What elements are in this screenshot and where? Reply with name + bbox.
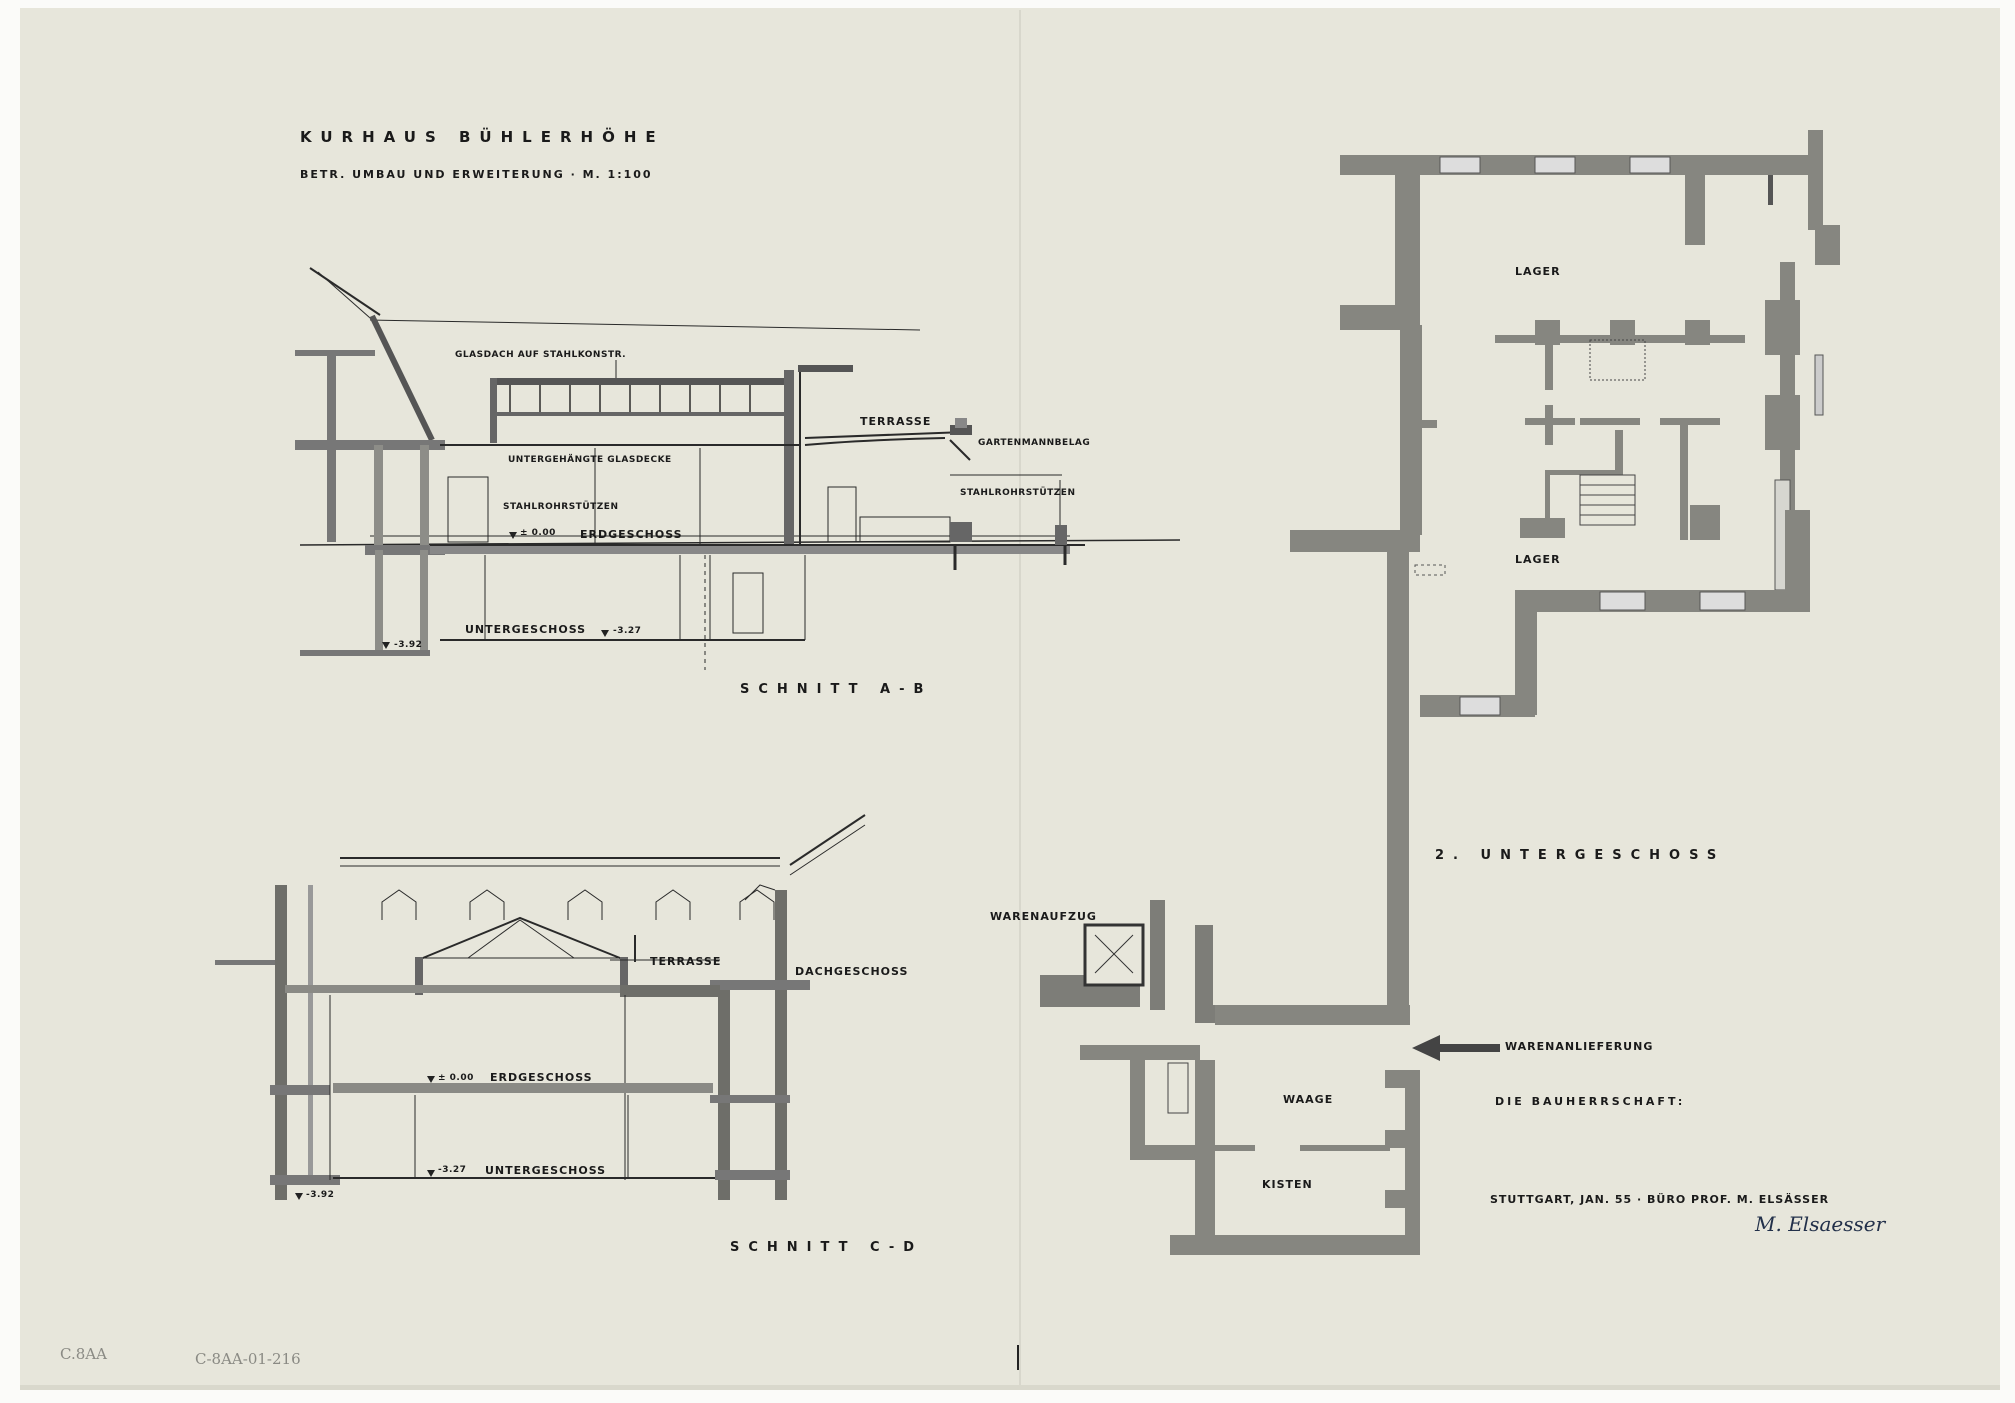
label-erdgeschoss-ab: ERDGESCHOSS — [580, 528, 683, 541]
level-marker — [601, 630, 609, 637]
level-392-ab: -3.92 — [394, 640, 423, 650]
drawing-subtitle: BETR. UMBAU UND ERWEITERUNG · M. 1:100 — [300, 168, 653, 181]
level-327-ab: -3.27 — [613, 626, 642, 636]
room-warenaufzug: WARENAUFZUG — [990, 910, 1097, 923]
label-untergeschoss-cd: UNTERGESCHOSS — [485, 1164, 607, 1177]
room-lager-bottom: LAGER — [1515, 553, 1561, 566]
archive-number-2: C-8AA-01-216 — [195, 1350, 301, 1368]
level-392-cd: -3.92 — [306, 1190, 335, 1200]
drawing-title: KURHAUS BÜHLERHÖHE — [300, 128, 665, 146]
paper-background — [20, 8, 2000, 1390]
label-stahlrohr-right: STAHLROHRSTÜTZEN — [960, 488, 1076, 498]
room-kisten: KISTEN — [1262, 1178, 1313, 1191]
archive-number-1: C.8AA — [60, 1345, 107, 1363]
plan-2-untergeschoss — [1080, 130, 1840, 1255]
level-000-ab: ± 0.00 — [520, 528, 556, 538]
room-waage: WAAGE — [1283, 1093, 1334, 1106]
delivery-arrow-icon — [1412, 1035, 1500, 1061]
label-warenanlieferung: WARENANLIEFERUNG — [1505, 1040, 1654, 1053]
section-cd — [215, 814, 866, 1200]
label-gartenbelag: GARTENMANNBELAG — [978, 438, 1091, 448]
label-untergeschoss-ab: UNTERGESCHOSS — [465, 623, 587, 636]
level-000-cd: ± 0.00 — [438, 1073, 474, 1083]
level-marker — [382, 642, 390, 649]
room-lager-top: LAGER — [1515, 265, 1561, 278]
label-glasdecke: UNTERGEHÄNGTE GLASDECKE — [508, 455, 672, 465]
section-ab — [295, 267, 1181, 670]
label-stahlrohr-left: STAHLROHRSTÜTZEN — [503, 502, 619, 512]
signature: M. Elsaesser — [1755, 1212, 1886, 1236]
level-327-cd: -3.27 — [438, 1165, 467, 1175]
caption-schnitt-ab: SCHNITT A-B — [740, 682, 933, 697]
label-terrasse-ab: TERRASSE — [860, 415, 932, 428]
label-terrasse-cd: TERRASSE — [650, 955, 722, 968]
label-glasdach: GLASDACH AUF STAHLKONSTR. — [455, 350, 627, 360]
label-dachgeschoss: DACHGESCHOSS — [795, 965, 909, 978]
level-marker — [509, 532, 517, 539]
paper-edge — [20, 1385, 2000, 1390]
caption-schnitt-cd: SCHNITT C-D — [730, 1240, 924, 1255]
label-erdgeschoss-cd: ERDGESCHOSS — [490, 1071, 593, 1084]
label-bauherrschaft: DIE BAUHERRSCHAFT: — [1495, 1095, 1686, 1108]
label-office: STUTTGART, JAN. 55 · BÜRO PROF. M. ELSÄS… — [1490, 1193, 1830, 1206]
caption-2-untergeschoss: 2. UNTERGESCHOSS — [1435, 848, 1726, 863]
